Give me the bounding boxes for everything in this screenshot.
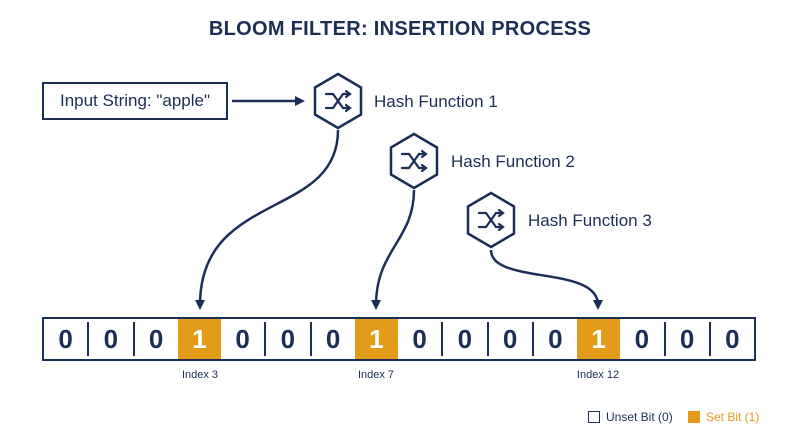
bit-cell-11: 0 bbox=[531, 322, 577, 356]
bit-cell-14: 0 bbox=[663, 322, 709, 356]
page-title: BLOOM FILTER: INSERTION PROCESS bbox=[208, 18, 592, 40]
hash1-to-index3-arrow bbox=[195, 129, 340, 310]
legend-set: Set Bit (1) bbox=[688, 410, 759, 424]
shuffle-icon bbox=[324, 89, 352, 113]
bit-cell-9: 0 bbox=[441, 322, 486, 356]
bit-cell-2: 0 bbox=[132, 322, 178, 356]
index-12-label: Index 12 bbox=[576, 369, 620, 381]
legend-set-label: Set Bit (1) bbox=[706, 410, 760, 424]
bit-cell-15: 0 bbox=[708, 322, 754, 356]
bit-cell-3: 1 bbox=[177, 319, 221, 359]
shuffle-icon bbox=[400, 149, 428, 173]
hash3-to-index12-arrow bbox=[489, 249, 603, 310]
hash2-to-index7-arrow bbox=[371, 189, 416, 310]
bit-cell-13: 0 bbox=[634, 323, 650, 354]
hash-function-3-icon bbox=[466, 191, 516, 249]
hash-function-2-label: Hash Function 2 bbox=[451, 152, 575, 171]
legend-unset: Unset Bit (0) bbox=[588, 410, 673, 424]
bit-cell-10: 0 bbox=[486, 322, 532, 356]
bit-cell-8: 0 bbox=[412, 323, 427, 354]
bit-cell-1: 0 bbox=[87, 322, 132, 356]
bit-cell-6: 0 bbox=[309, 322, 355, 356]
unset-swatch bbox=[588, 411, 600, 423]
bit-cell-4: 0 bbox=[235, 323, 250, 354]
hash-function-1-icon bbox=[313, 72, 363, 130]
hash-function-3-label: Hash Function 3 bbox=[528, 211, 652, 230]
bit-cell-5: 0 bbox=[264, 322, 309, 356]
bit-cell-7: 1 bbox=[354, 319, 398, 359]
shuffle-icon bbox=[477, 208, 505, 232]
bit-cell-0: 0 bbox=[58, 323, 73, 354]
hash-function-1-label: Hash Function 1 bbox=[374, 92, 498, 111]
index-7-label: Index 7 bbox=[357, 369, 395, 381]
bit-cell-12: 1 bbox=[577, 319, 621, 359]
index-3-label: Index 3 bbox=[181, 369, 219, 381]
hash-function-2-icon bbox=[389, 132, 439, 190]
input-string-box: Input String: "apple" bbox=[42, 82, 228, 120]
set-swatch bbox=[688, 411, 700, 423]
legend-unset-label: Unset Bit (0) bbox=[606, 410, 673, 424]
